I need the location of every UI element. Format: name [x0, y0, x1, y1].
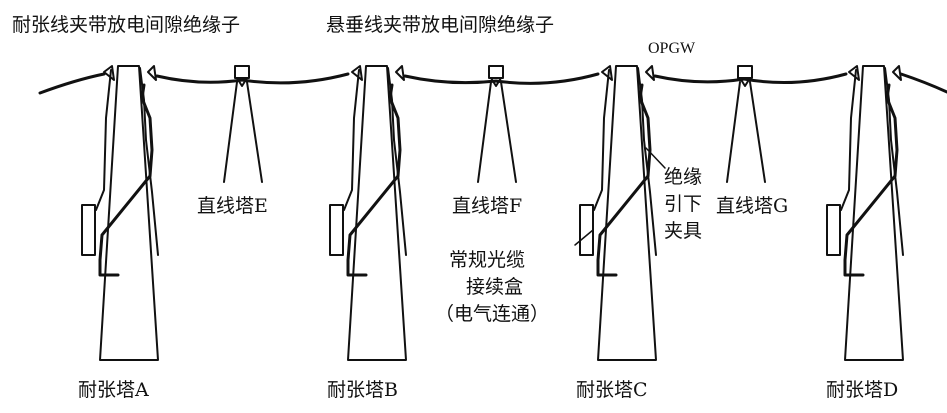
splice-box — [81, 204, 96, 256]
downlead-cable — [596, 83, 652, 277]
label-downlead-clamp-line1: 绝缘 — [664, 166, 702, 188]
label-opgw: OPGW — [648, 40, 696, 57]
splice-box — [826, 204, 841, 256]
label-tension-tower-c: 耐张塔C — [576, 379, 648, 401]
label-splice-box-line1: 常规光缆 — [449, 249, 525, 271]
tower-left-edge — [840, 69, 857, 211]
label-tension-clamp-insulator: 耐张线夹带放电间隙绝缘子 — [12, 14, 240, 36]
label-tension-tower-d: 耐张塔D — [826, 379, 898, 401]
tension-insulator-left — [848, 65, 860, 81]
splice-box — [579, 204, 594, 256]
tower-body — [597, 65, 657, 361]
tower-body — [347, 65, 407, 361]
label-straight-tower-f: 直线塔F — [452, 195, 522, 217]
downlead-cable — [843, 83, 899, 277]
straight-tower-g — [726, 65, 766, 183]
tower-left-edge — [343, 69, 360, 211]
tension-insulator-left — [601, 65, 613, 81]
downlead-cable — [346, 83, 402, 277]
opgw-wire — [38, 72, 947, 95]
straight-tower-f — [477, 65, 517, 183]
tower-body — [844, 65, 904, 361]
tension-insulator-left — [103, 65, 115, 81]
suspension-clamp — [236, 77, 248, 87]
label-tension-tower-b: 耐张塔B — [327, 379, 398, 401]
tension-insulator-right — [147, 65, 157, 81]
label-downlead-clamp-line3: 夹具 — [664, 220, 702, 242]
tension-tower-c — [579, 65, 657, 361]
tension-insulator-right — [892, 65, 902, 81]
tension-tower-d — [826, 65, 904, 361]
label-splice-box-line2: 接续盒 — [466, 276, 523, 298]
tension-insulator-right — [645, 65, 655, 81]
downlead-clamp-leader — [645, 147, 666, 169]
splice-box — [329, 204, 344, 256]
suspension-insulator — [234, 65, 250, 79]
suspension-clamp — [739, 77, 751, 87]
tension-insulator-right — [395, 65, 405, 81]
tension-tower-b — [329, 65, 407, 361]
tension-tower-a — [81, 65, 159, 361]
label-tension-tower-a: 耐张塔A — [78, 379, 149, 401]
label-downlead-clamp-line2: 引下 — [664, 193, 702, 215]
splice-box-leader — [574, 229, 594, 246]
tower-left-edge — [95, 69, 112, 211]
tower-left-edge — [593, 69, 610, 211]
suspension-clamp — [490, 77, 502, 87]
label-straight-tower-e: 直线塔E — [197, 195, 268, 217]
label-straight-tower-g: 直线塔G — [716, 195, 788, 217]
tower-body — [99, 65, 159, 361]
leader-lines — [574, 147, 666, 246]
suspension-insulator — [488, 65, 504, 79]
label-splice-box-line3: （电气连通） — [435, 303, 549, 325]
straight-tower-e — [223, 65, 263, 183]
tension-insulator-left — [351, 65, 363, 81]
downlead-cable — [98, 83, 154, 277]
suspension-insulator — [737, 65, 753, 79]
label-suspension-clamp-insulator: 悬垂线夹带放电间隙绝缘子 — [326, 14, 554, 36]
